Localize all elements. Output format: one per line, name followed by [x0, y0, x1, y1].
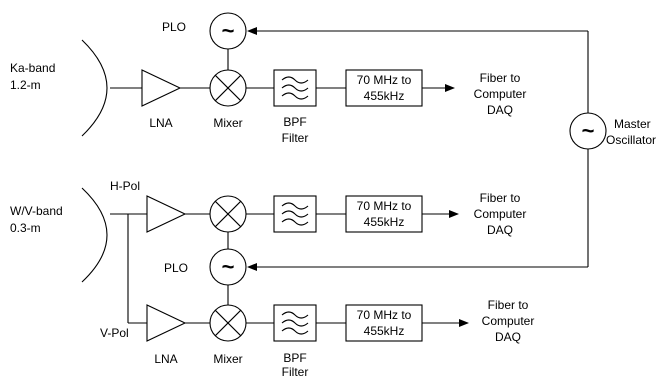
wv-antenna-label-1: W/V-band [10, 204, 63, 218]
ka-antenna-label-1: Ka-band [10, 61, 55, 75]
fiber-top-line1: Fiber to [480, 71, 521, 85]
hpol-label: H-Pol [110, 179, 140, 193]
master-oscillator-symbol: ~ [582, 118, 595, 143]
fiber-hpol-line1: Fiber to [480, 191, 521, 205]
v-pol-chain: 70 MHz to 455kHz Fiber to Computer DAQ L… [127, 214, 535, 377]
bpf-top-label-2: Filter [282, 131, 309, 145]
lna-top-icon [141, 69, 182, 107]
bpf-vpol-icon [273, 304, 317, 342]
wv-band-antenna: W/V-band 0.3-m H-Pol V-Pol [10, 179, 140, 340]
bpf-vpol-label-2: Filter [282, 365, 309, 377]
plo-mid-label: PLO [164, 261, 188, 275]
bpf-vpol-label-1: BPF [283, 351, 306, 365]
ka-antenna-label-2: 1.2-m [10, 78, 41, 92]
wv-antenna-dish-icon [81, 187, 108, 283]
h-pol-chain: 70 MHz to 455kHz Fiber to Computer DAQ [110, 191, 526, 237]
wv-antenna-label-2: 0.3-m [10, 221, 41, 235]
converter-top-box [345, 69, 423, 107]
fiber-vpol-line3: DAQ [495, 330, 521, 344]
fiber-vpol-line1: Fiber to [488, 298, 529, 312]
master-oscillator-loop: ~ Master Oscillator [247, 27, 656, 271]
vpol-label: V-Pol [100, 326, 129, 340]
mixer-vpol-icon [209, 304, 247, 342]
plo-top-label: PLO [162, 20, 186, 34]
plo-mid: ~ PLO [164, 232, 247, 305]
converter-hpol-line2: 455kHz [364, 215, 405, 229]
converter-vpol-line1: 70 MHz to [357, 308, 412, 322]
converter-top-line1: 70 MHz to [357, 73, 412, 87]
fiber-top-line2: Computer [474, 87, 527, 101]
converter-hpol-box [345, 195, 423, 233]
mixer-top-icon [209, 69, 247, 107]
mixer-hpol-icon [209, 195, 247, 233]
fiber-hpol-line2: Computer [474, 207, 527, 221]
fiber-hpol-line3: DAQ [487, 223, 513, 237]
bpf-hpol-icon [273, 195, 317, 233]
lna-hpol-icon [146, 195, 187, 233]
master-label-1: Master [614, 117, 651, 131]
fiber-top-line3: DAQ [487, 103, 513, 117]
mixer-vpol-label: Mixer [213, 352, 242, 366]
lna-top-label: LNA [149, 116, 172, 130]
lna-vpol-icon [146, 304, 187, 342]
converter-vpol-box [345, 304, 423, 342]
mixer-top-label: Mixer [213, 116, 242, 130]
plo-top-symbol: ~ [222, 18, 235, 43]
plo-mid-symbol: ~ [222, 254, 235, 279]
ka-antenna-dish-icon [81, 39, 108, 137]
lna-vpol-label: LNA [154, 352, 177, 366]
converter-top-line2: 455kHz [364, 89, 405, 103]
ka-band-chain: Ka-band 1.2-m 70 MHz to 455kHz Fiber to … [10, 12, 527, 145]
converter-vpol-line2: 455kHz [364, 324, 405, 338]
bpf-top-label-1: BPF [283, 115, 306, 129]
master-label-2: Oscillator [606, 133, 656, 147]
converter-hpol-line1: 70 MHz to [357, 199, 412, 213]
fiber-vpol-line2: Computer [482, 314, 535, 328]
bpf-top-icon [273, 69, 317, 107]
